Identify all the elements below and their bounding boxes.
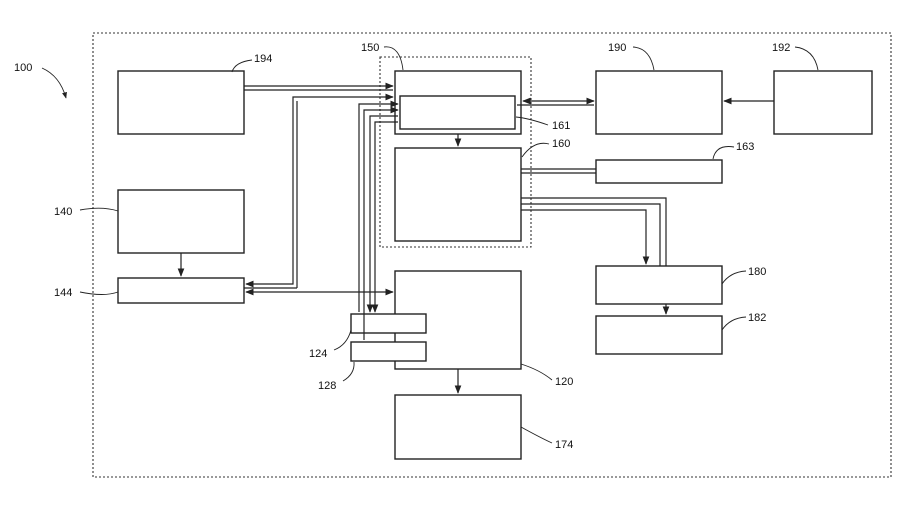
wire-160-to-180-a	[521, 198, 666, 266]
leader-100	[42, 68, 66, 98]
leader-124	[334, 330, 351, 350]
label-182: 182	[748, 312, 766, 324]
label-124: 124	[309, 348, 327, 360]
element-124	[351, 314, 426, 333]
leader-120	[521, 364, 552, 380]
label-150: 150	[361, 42, 379, 54]
leader-180	[722, 271, 746, 284]
block-180	[596, 266, 722, 304]
label-190: 190	[608, 42, 626, 54]
block-182	[596, 316, 722, 354]
label-180: 180	[748, 266, 766, 278]
label-163: 163	[736, 141, 754, 153]
leader-144	[80, 292, 118, 295]
block-194	[118, 71, 244, 134]
label-192: 192	[772, 42, 790, 54]
label-174: 174	[555, 439, 573, 451]
leader-174	[521, 427, 552, 443]
leader-140	[80, 208, 118, 211]
wire-160-to-180-b	[521, 204, 660, 266]
label-160: 160	[552, 138, 570, 150]
block-190	[596, 71, 722, 134]
label-120: 120	[555, 376, 573, 388]
wire-124-to-161	[359, 104, 398, 312]
wire-160-to-180-c	[521, 210, 646, 264]
element-128	[351, 342, 426, 361]
wire-161-to-124	[370, 116, 398, 312]
label-140: 140	[54, 206, 72, 218]
leader-194	[232, 60, 252, 72]
block-192	[774, 71, 872, 134]
block-161	[400, 96, 515, 129]
label-194: 194	[254, 53, 272, 65]
block-140	[118, 190, 244, 253]
block-174	[395, 395, 521, 459]
label-144: 144	[54, 287, 72, 299]
leader-160	[522, 143, 549, 157]
label-161: 161	[552, 120, 570, 132]
leader-190	[633, 47, 654, 70]
leader-150	[384, 47, 403, 70]
leader-182	[722, 317, 746, 330]
block-144	[118, 278, 244, 303]
leader-128	[343, 362, 354, 381]
leader-163	[713, 147, 734, 160]
wire-128-to-161	[364, 110, 398, 340]
block-160	[395, 148, 521, 241]
label-128: 128	[318, 380, 336, 392]
wire-144-to-150	[246, 97, 393, 284]
block-163	[596, 160, 722, 183]
label-system-100: 100	[14, 62, 32, 74]
leader-192	[795, 47, 818, 70]
